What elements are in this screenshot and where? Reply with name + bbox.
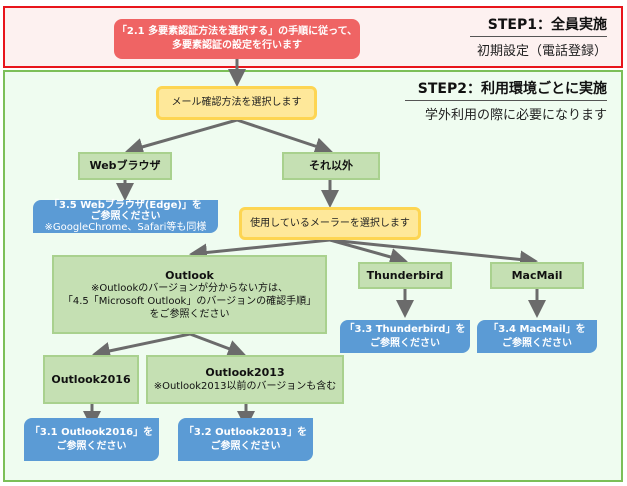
node-text: ご参照ください [210,440,281,452]
node-text: Webブラウザ [89,159,161,172]
node-text: 多要素認証の設定を行います [172,40,302,51]
node-text: ※Outlook2013以前のバージョンも含む [153,380,337,392]
node-text: 「4.5「Microsoft Outlook」のバージョンの確認手順」 [62,295,317,307]
node-text: ご参照ください [56,440,127,452]
node-text: をご参照ください [149,308,230,320]
arrow [189,238,331,262]
other-node: それ以外 [282,152,380,180]
step2-header: STEP2：利用環境ごとに実施 学外利用の際に必要になります [405,78,607,123]
step2-title: STEP2：利用環境ごとに実施 [405,78,607,101]
node-text: Outlook2013 [205,365,285,379]
step1-title: STEP1：全員実施 [470,14,607,37]
arrow [329,238,408,266]
node-text: ご参照ください [502,337,572,349]
node-text: ご参照ください [370,337,440,349]
mailer-node: 使用しているメーラーを選択します [239,207,421,240]
step1-subtitle: 初期設定（電話登録） [476,44,607,59]
thunderbird-node: Thunderbird [358,262,452,289]
step1-header: STEP1：全員実施 初期設定（電話登録） [470,14,607,59]
node-note: ※GoogleChrome、Safari等も同様 [44,222,207,233]
node-text: メール確認方法を選択します [171,97,302,108]
node-text: 「3.2 Outlook2013」を [183,426,308,438]
arrow [189,332,246,358]
node-text: 「3.4 MacMail」を [488,323,586,335]
node-text: 「3.1 Outlook2016」を [29,426,154,438]
macmail-ref-node: 「3.4 MacMail」を ご参照ください [477,320,597,353]
arrow [125,118,238,156]
outlook-node: Outlook ※Outlookのバージョンが分からない方は、 「4.5「Mic… [52,255,327,334]
node-text: MacMail [511,268,563,282]
outlook2013-ref-node: 「3.2 Outlook2013」を ご参照ください [178,418,313,461]
arrow [329,238,538,269]
outlook2013-node: Outlook2013 ※Outlook2013以前のバージョンも含む [146,355,344,404]
node-text: Outlook2016 [51,372,131,386]
mfa-setup-node: 「2.1 多要素認証方法を選択する」の手順に従って、 多要素認証の設定を行います [114,19,360,59]
step2-subtitle: 学外利用の際に必要になります [424,108,607,123]
outlook2016-ref-node: 「3.1 Outlook2016」を ご参照ください [24,418,159,461]
node-text: 「3.3 Thunderbird」を [344,323,466,335]
node-text: それ以外 [309,159,353,172]
node-text: ※Outlookのバージョンが分からない方は、 [90,282,289,294]
node-text: 「3.5 Webブラウザ(Edge)」を [49,200,202,211]
node-text: 「2.1 多要素認証方法を選択する」の手順に従って、 [116,26,358,37]
web-browser-ref-node: 「3.5 Webブラウザ(Edge)」を ご参照ください ※GoogleChro… [33,200,218,233]
node-text: ご参照ください [90,211,161,222]
arrow [92,332,191,360]
thunderbird-ref-node: 「3.3 Thunderbird」を ご参照ください [340,320,470,353]
node-text: Thunderbird [366,268,444,282]
web-browser-node: Webブラウザ [78,152,172,180]
node-text: Outlook [165,268,214,282]
arrow [236,118,333,155]
node-text: 使用しているメーラーを選択します [250,217,410,229]
mail-method-node: メール確認方法を選択します [156,86,317,120]
macmail-node: MacMail [490,262,584,289]
outlook2016-node: Outlook2016 [43,355,139,404]
